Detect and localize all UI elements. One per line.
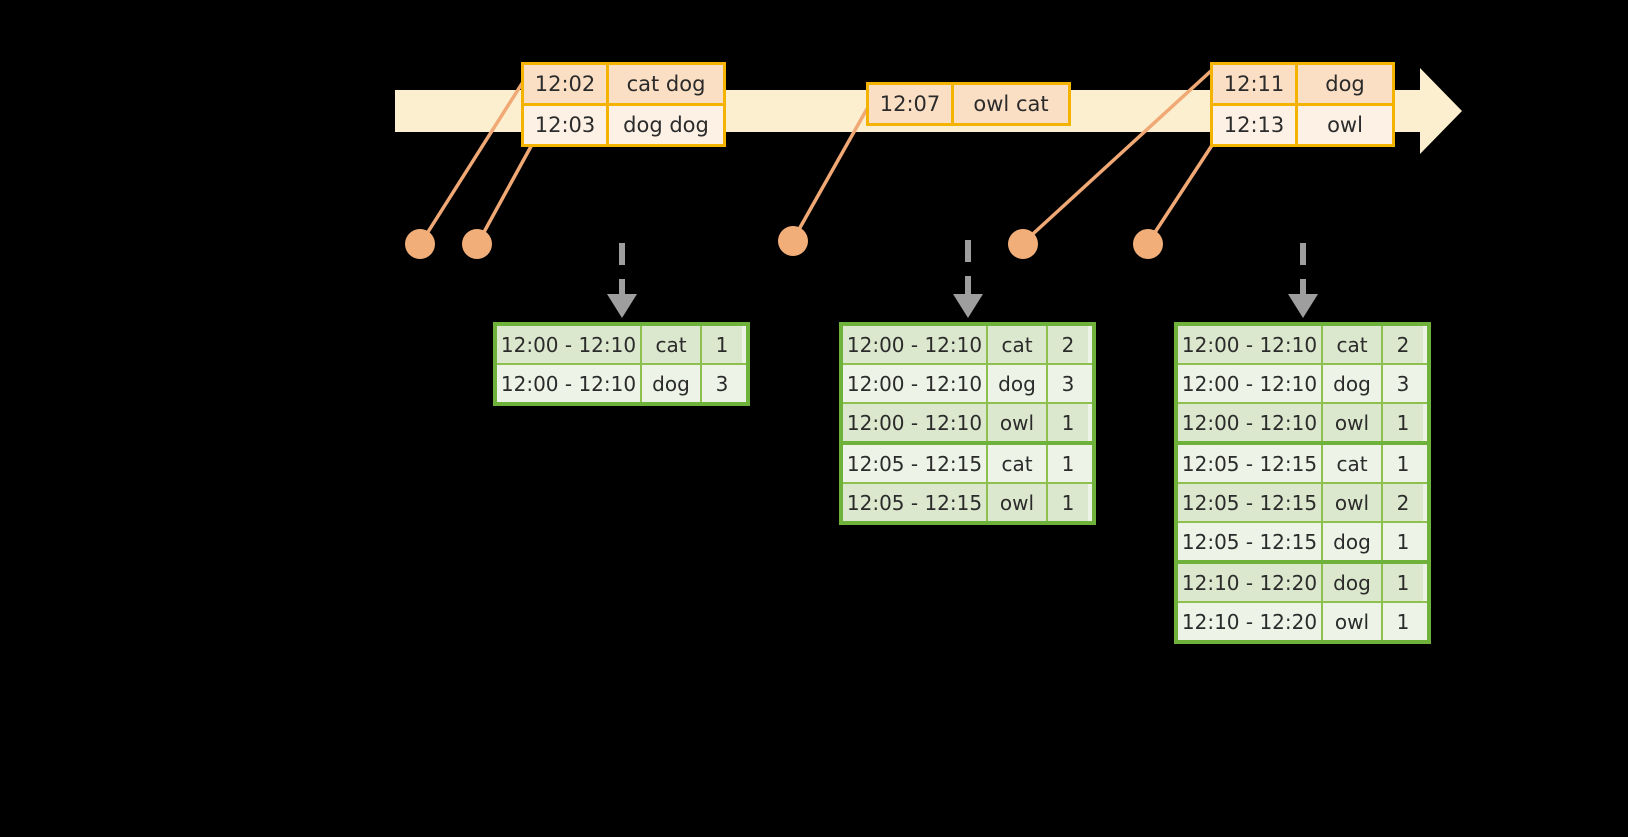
window-cell: 12:00 - 12:10 — [497, 326, 642, 363]
count-cell: 1 — [1383, 603, 1423, 640]
count-cell: 1 — [1383, 564, 1423, 601]
word-cell: cat — [1323, 326, 1383, 363]
table-row[interactable]: 12:10 - 12:20 dog 1 — [1178, 564, 1427, 603]
event-row[interactable]: 12:11 dog — [1213, 65, 1392, 103]
event-words: owl — [1298, 106, 1392, 144]
table-row[interactable]: 12:00 - 12:10 dog 3 — [1178, 365, 1427, 404]
table-row[interactable]: 12:05 - 12:15 owl 2 — [1178, 484, 1427, 523]
event-time: 12:13 — [1213, 106, 1298, 144]
dashed-arrows — [619, 240, 1306, 300]
table-row[interactable]: 12:05 - 12:15 cat 1 — [843, 445, 1092, 484]
count-cell: 1 — [1383, 404, 1423, 441]
word-cell: owl — [988, 404, 1048, 441]
word-cell: dog — [1323, 564, 1383, 601]
result-table-3[interactable]: 12:00 - 12:10 cat 2 12:00 - 12:10 dog 3 … — [1174, 322, 1431, 644]
event-row[interactable]: 12:02 cat dog — [524, 65, 723, 103]
event-words: cat dog — [609, 65, 723, 103]
table-row[interactable]: 12:00 - 12:10 dog 3 — [497, 365, 746, 402]
word-cell: owl — [1323, 603, 1383, 640]
event-dot-2 — [462, 229, 492, 259]
dashed-arrow-heads — [607, 294, 1318, 318]
event-time: 12:11 — [1213, 65, 1298, 103]
window-cell: 12:10 - 12:20 — [1178, 564, 1323, 601]
table-row[interactable]: 12:00 - 12:10 owl 1 — [1178, 404, 1427, 445]
count-cell: 3 — [1383, 365, 1423, 402]
event-time: 12:02 — [524, 65, 609, 103]
window-cell: 12:05 - 12:15 — [843, 484, 988, 521]
word-cell: cat — [642, 326, 702, 363]
event-dot-5 — [1133, 229, 1163, 259]
window-cell: 12:00 - 12:10 — [1178, 365, 1323, 402]
window-cell: 12:00 - 12:10 — [843, 365, 988, 402]
count-cell: 1 — [1383, 523, 1423, 560]
word-cell: cat — [1323, 445, 1383, 482]
count-cell: 2 — [1048, 326, 1088, 363]
event-row[interactable]: 12:07 owl cat — [869, 85, 1068, 123]
word-cell: cat — [988, 326, 1048, 363]
event-words: owl cat — [954, 85, 1068, 123]
event-words: dog dog — [609, 106, 723, 144]
table-row[interactable]: 12:00 - 12:10 cat 1 — [497, 326, 746, 365]
window-cell: 12:05 - 12:15 — [1178, 445, 1323, 482]
table-row[interactable]: 12:00 - 12:10 cat 2 — [1178, 326, 1427, 365]
count-cell: 1 — [1048, 484, 1088, 521]
window-cell: 12:00 - 12:10 — [497, 365, 642, 402]
count-cell: 2 — [1383, 326, 1423, 363]
word-cell: dog — [1323, 365, 1383, 402]
count-cell: 1 — [1048, 445, 1088, 482]
table-row[interactable]: 12:05 - 12:15 dog 1 — [1178, 523, 1427, 564]
event-group-1[interactable]: 12:02 cat dog 12:03 dog dog — [521, 62, 726, 147]
event-time: 12:03 — [524, 106, 609, 144]
word-cell: owl — [1323, 404, 1383, 441]
count-cell: 1 — [1383, 445, 1423, 482]
window-cell: 12:05 - 12:15 — [1178, 523, 1323, 560]
table-row[interactable]: 12:05 - 12:15 owl 1 — [843, 484, 1092, 521]
window-cell: 12:05 - 12:15 — [1178, 484, 1323, 521]
event-dots — [405, 226, 1163, 259]
table-row[interactable]: 12:10 - 12:20 owl 1 — [1178, 603, 1427, 640]
window-cell: 12:00 - 12:10 — [843, 326, 988, 363]
count-cell: 1 — [1048, 404, 1088, 441]
event-row[interactable]: 12:13 owl — [1213, 103, 1392, 144]
count-cell: 2 — [1383, 484, 1423, 521]
word-cell: owl — [988, 484, 1048, 521]
window-cell: 12:00 - 12:10 — [1178, 404, 1323, 441]
event-row[interactable]: 12:03 dog dog — [524, 103, 723, 144]
result-table-1[interactable]: 12:00 - 12:10 cat 1 12:00 - 12:10 dog 3 — [493, 322, 750, 406]
table-row[interactable]: 12:00 - 12:10 cat 2 — [843, 326, 1092, 365]
event-time: 12:07 — [869, 85, 954, 123]
result-table-2[interactable]: 12:00 - 12:10 cat 2 12:00 - 12:10 dog 3 … — [839, 322, 1096, 525]
event-dot-4 — [1008, 229, 1038, 259]
window-cell: 12:05 - 12:15 — [843, 445, 988, 482]
word-cell: dog — [642, 365, 702, 402]
table-row[interactable]: 12:00 - 12:10 dog 3 — [843, 365, 1092, 404]
count-cell: 3 — [702, 365, 742, 402]
window-cell: 12:00 - 12:10 — [843, 404, 988, 441]
word-cell: dog — [988, 365, 1048, 402]
window-cell: 12:10 - 12:20 — [1178, 603, 1323, 640]
word-cell: owl — [1323, 484, 1383, 521]
table-row[interactable]: 12:00 - 12:10 owl 1 — [843, 404, 1092, 445]
word-cell: cat — [988, 445, 1048, 482]
event-group-2[interactable]: 12:07 owl cat — [866, 82, 1071, 126]
event-dot-1 — [405, 229, 435, 259]
event-group-3[interactable]: 12:11 dog 12:13 owl — [1210, 62, 1395, 147]
count-cell: 3 — [1048, 365, 1088, 402]
event-words: dog — [1298, 65, 1392, 103]
word-cell: dog — [1323, 523, 1383, 560]
table-row[interactable]: 12:05 - 12:15 cat 1 — [1178, 445, 1427, 484]
count-cell: 1 — [702, 326, 742, 363]
event-dot-3 — [778, 226, 808, 256]
window-cell: 12:00 - 12:10 — [1178, 326, 1323, 363]
